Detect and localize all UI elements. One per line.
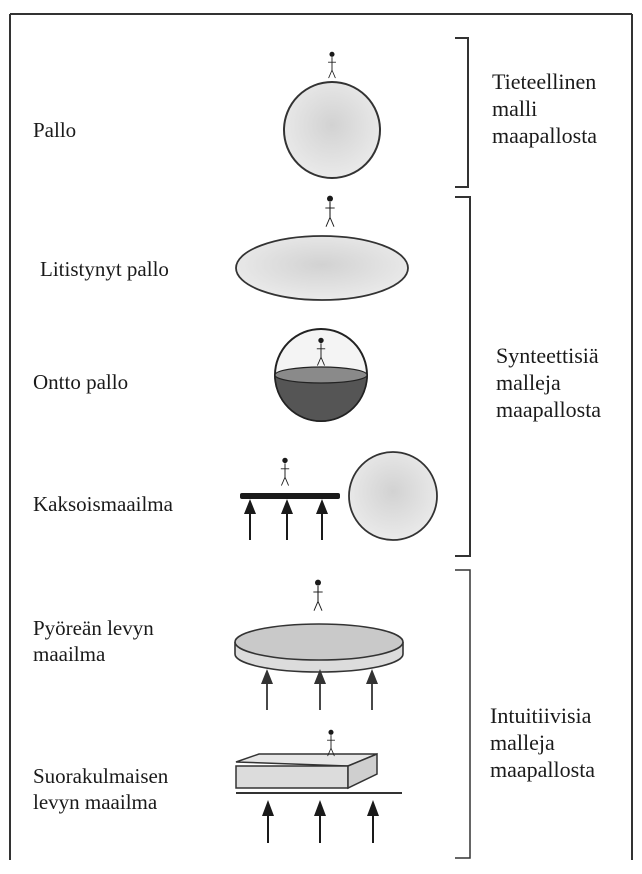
dual-earth-model [240, 452, 437, 540]
bracket-intuitive [455, 570, 470, 858]
sphere-model [284, 52, 380, 178]
person-icon [313, 580, 322, 611]
person-icon [281, 458, 289, 486]
flattened-sphere-model [236, 196, 408, 300]
person-icon [327, 730, 335, 756]
bracket-scientific [455, 38, 468, 187]
bracket-synthetic [455, 197, 470, 556]
person-icon [328, 52, 336, 78]
round-disc-model [235, 580, 403, 710]
hollow-sphere-model [275, 329, 367, 421]
person-icon [325, 196, 334, 227]
rectangular-slab-model [236, 730, 402, 843]
